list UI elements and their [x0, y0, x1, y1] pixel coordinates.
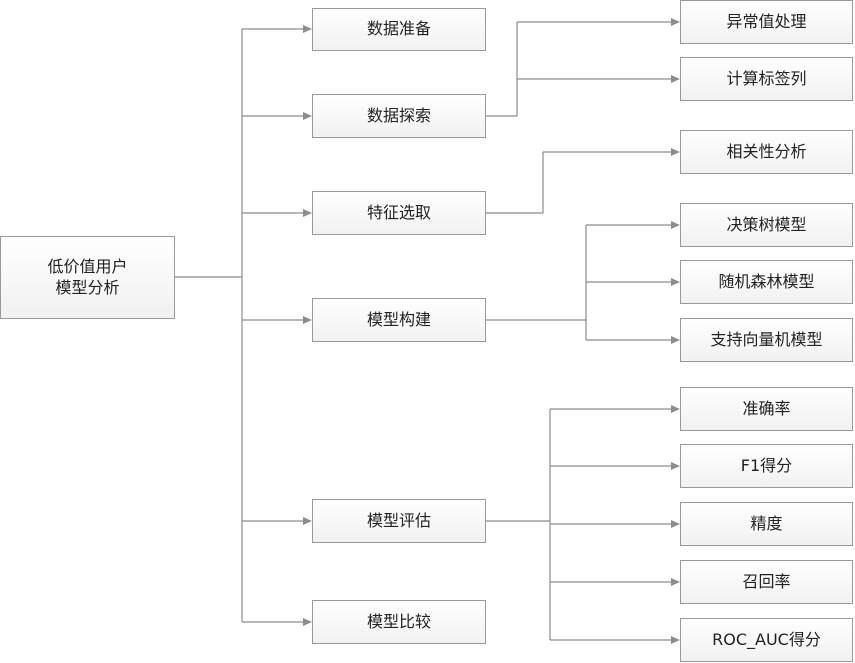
node-label: 计算标签列 [726, 68, 807, 88]
node-model-evaluation: 模型评估 [312, 499, 486, 543]
root-node: 低价值用户 模型分析 [0, 236, 175, 319]
node-label: 支持向量机模型 [710, 329, 823, 349]
node-label: 召回率 [742, 571, 791, 591]
node-label: 随机森林模型 [718, 271, 815, 291]
node-data-exploration: 数据探索 [312, 94, 486, 138]
node-label: 准确率 [742, 398, 791, 418]
node-label: F1得分 [740, 455, 793, 475]
node-label: 数据探索 [366, 105, 431, 125]
node-label: 模型比较 [366, 611, 431, 631]
node-label: 异常值处理 [726, 11, 807, 31]
node-label: 模型构建 [366, 309, 431, 329]
node-label: 相关性分析 [726, 141, 807, 161]
root-label-line2: 模型分析 [55, 277, 120, 297]
node-recall: 召回率 [680, 560, 853, 604]
node-decision-tree: 决策树模型 [680, 203, 853, 247]
node-label: 决策树模型 [726, 214, 807, 234]
node-roc-auc-score: ROC_AUC得分 [680, 618, 853, 662]
node-model-building: 模型构建 [312, 298, 486, 342]
node-model-comparison: 模型比较 [312, 600, 486, 644]
node-feature-selection: 特征选取 [312, 191, 486, 235]
node-outlier-handling: 异常值处理 [680, 0, 853, 44]
node-random-forest: 随机森林模型 [680, 260, 853, 304]
node-correlation-analysis: 相关性分析 [680, 130, 853, 174]
node-svm: 支持向量机模型 [680, 318, 853, 362]
root-label-line1: 低价值用户 [47, 256, 128, 276]
node-label: 特征选取 [366, 202, 431, 222]
node-precision: 精度 [680, 502, 853, 546]
node-label: 精度 [750, 513, 783, 533]
node-accuracy: 准确率 [680, 387, 853, 431]
node-label: 模型评估 [366, 510, 431, 530]
node-f1-score: F1得分 [680, 444, 853, 488]
node-label: 数据准备 [366, 19, 431, 39]
node-label: ROC_AUC得分 [712, 629, 821, 649]
node-data-preparation: 数据准备 [312, 8, 486, 51]
node-compute-label-column: 计算标签列 [680, 57, 853, 101]
